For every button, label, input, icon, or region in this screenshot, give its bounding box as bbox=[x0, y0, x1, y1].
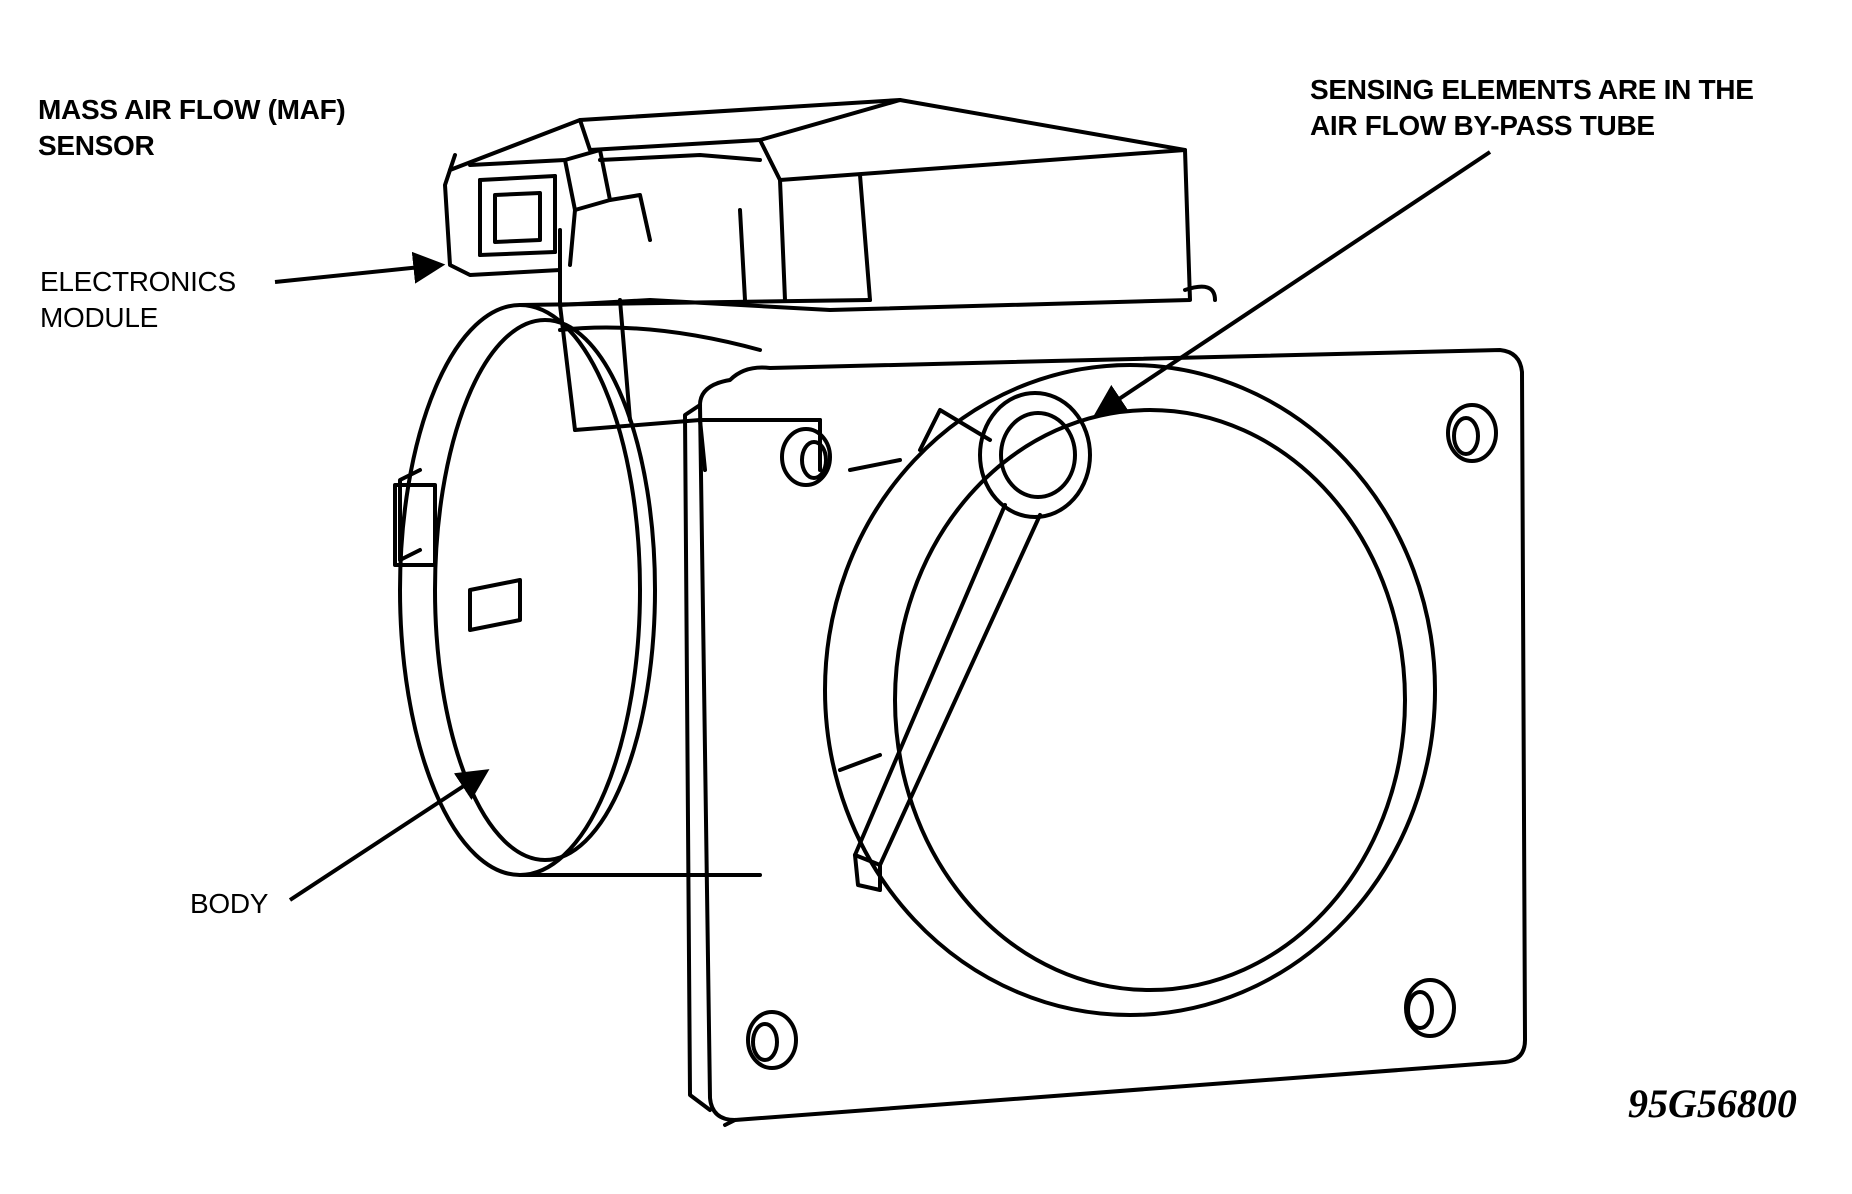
electrical-connector bbox=[443, 148, 652, 277]
title-line-1: MASS AIR FLOW (MAF) bbox=[38, 94, 346, 125]
sensing-leader-arrow bbox=[1093, 150, 1492, 416]
bypass-tube bbox=[853, 391, 1092, 892]
sensing-elements-label: SENSING ELEMENTS ARE IN THE AIR FLOW BY-… bbox=[1310, 72, 1754, 144]
electronics-line-1: ELECTRONICS bbox=[40, 266, 236, 297]
title-line-2: SENSOR bbox=[38, 130, 155, 161]
electronics-leader-arrow bbox=[274, 251, 446, 284]
electronics-housing bbox=[448, 98, 1217, 472]
body-leader-arrow bbox=[288, 769, 490, 902]
main-bore bbox=[823, 363, 1437, 1017]
electronics-module-label: ELECTRONICS MODULE bbox=[40, 264, 236, 336]
body-label: BODY bbox=[190, 888, 269, 919]
maf-sensor-title: MASS AIR FLOW (MAF) SENSOR bbox=[38, 92, 346, 164]
electronics-line-2: MODULE bbox=[40, 302, 158, 333]
flange-bolt-holes bbox=[746, 403, 1498, 1070]
figure-number: 95G56800 bbox=[1628, 1081, 1797, 1126]
sensing-line-1: SENSING ELEMENTS ARE IN THE bbox=[1310, 74, 1754, 105]
sensing-line-2: AIR FLOW BY-PASS TUBE bbox=[1310, 110, 1655, 141]
mounting-flange bbox=[683, 348, 1527, 1127]
